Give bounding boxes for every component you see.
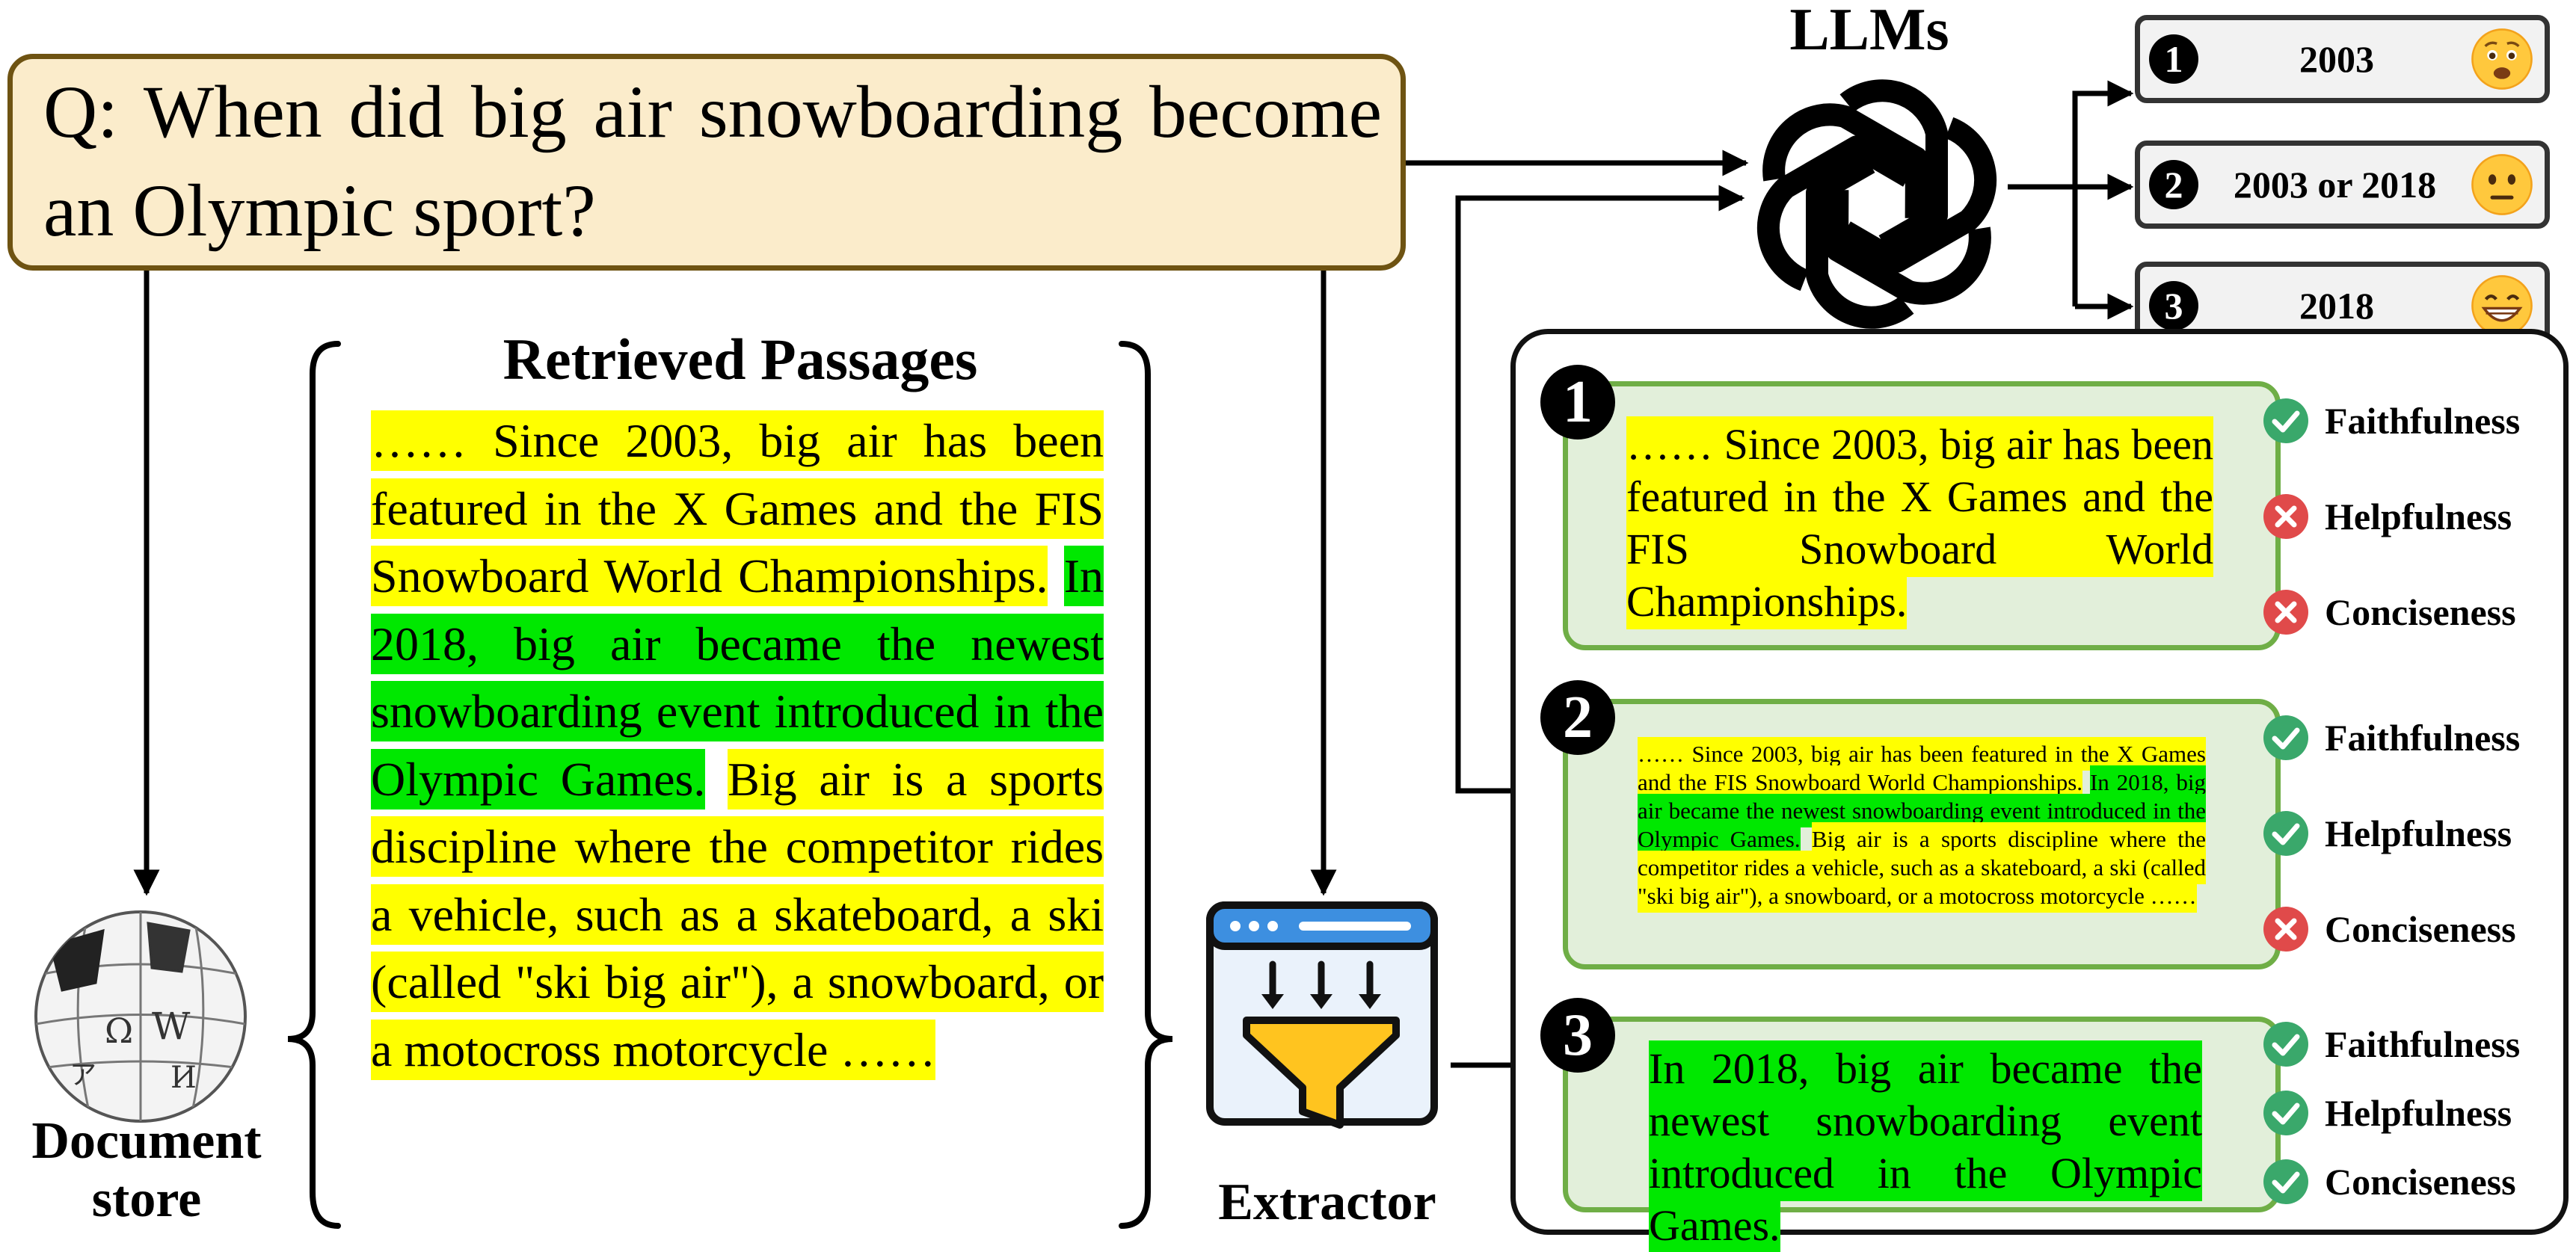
criterion-row: Conciseness bbox=[2262, 586, 2516, 638]
text-gap bbox=[1801, 826, 1812, 852]
arrow-panel-to-llms bbox=[1455, 185, 1745, 794]
highlight-distractor: Big air is a sports discipline where the… bbox=[1638, 826, 2207, 909]
llms-label: LLMs bbox=[1789, 0, 1949, 63]
criterion-label: Conciseness bbox=[2325, 1161, 2516, 1203]
cross-icon bbox=[2263, 494, 2308, 539]
extraction-text: …… Since 2003, big air has been featured… bbox=[1638, 740, 2207, 910]
criterion-label: Faithfulness bbox=[2325, 400, 2521, 442]
arrow-llms-to-answers bbox=[2008, 90, 2131, 190]
svg-text:ア: ア bbox=[70, 1060, 96, 1091]
highlight-distractor: …… Since 2003, big air has been featured… bbox=[371, 414, 1104, 602]
extraction-number: 2 bbox=[1540, 680, 1615, 755]
right-brace bbox=[1119, 341, 1173, 1229]
criterion-label: Faithfulness bbox=[2325, 717, 2521, 759]
grinning-face-icon bbox=[2471, 275, 2533, 336]
criterion-row: Conciseness bbox=[2262, 1156, 2516, 1208]
criterion-label: Conciseness bbox=[2325, 908, 2516, 950]
retrieved-passages-title: Retrieved Passages bbox=[502, 327, 978, 392]
check-icon bbox=[2263, 1091, 2308, 1135]
check-icon bbox=[2263, 1159, 2308, 1204]
check-icon bbox=[2263, 1022, 2308, 1067]
answer-card-1: 1 2003 bbox=[2135, 15, 2550, 103]
extraction-text: …… Since 2003, big air has been featured… bbox=[1626, 419, 2213, 628]
criterion-label: Faithfulness bbox=[2325, 1023, 2521, 1065]
question-box bbox=[7, 54, 1406, 271]
extractor-label: Extractor bbox=[1218, 1174, 1436, 1231]
criterion-label: Helpfulness bbox=[2325, 1092, 2512, 1134]
wikipedia-globe-icon: Ω W И ア bbox=[21, 901, 260, 1129]
funnel-icon bbox=[1205, 901, 1445, 1136]
svg-text:Ω: Ω bbox=[105, 1011, 133, 1051]
criterion-label: Conciseness bbox=[2325, 591, 2516, 633]
text-gap bbox=[2082, 769, 2090, 795]
neutral-face-icon bbox=[2471, 154, 2533, 215]
criterion-row: Faithfulness bbox=[2262, 1018, 2520, 1070]
extraction-number: 1 bbox=[1540, 365, 1615, 440]
criterion-label: Helpfulness bbox=[2325, 496, 2512, 537]
extraction-text: In 2018, big air became the newest snowb… bbox=[1649, 1043, 2202, 1252]
svg-text:И: И bbox=[170, 1061, 197, 1095]
check-icon bbox=[2263, 811, 2308, 856]
answer-text: 2003 bbox=[2299, 38, 2374, 80]
question-text: Q: When did big air snowboarding become … bbox=[43, 70, 1382, 252]
cross-icon bbox=[2263, 590, 2308, 635]
criterion-row: Helpfulness bbox=[2262, 807, 2512, 860]
cross-icon bbox=[2263, 907, 2308, 952]
retrieved-passage-text: …… Since 2003, big air has been featured… bbox=[371, 407, 1104, 1084]
answer-text: 2003 or 2018 bbox=[2233, 164, 2437, 206]
criterion-label: Helpfulness bbox=[2325, 812, 2512, 854]
criterion-row: Faithfulness bbox=[2262, 395, 2520, 447]
criterion-row: Helpfulness bbox=[2262, 490, 2512, 543]
highlight-evidence: In 2018, big air became the newest snowb… bbox=[1649, 1044, 2202, 1250]
document-store-label: Document store bbox=[31, 1112, 262, 1228]
answer-number: 2 bbox=[2149, 160, 2198, 209]
check-icon bbox=[2263, 715, 2308, 760]
llm-logo-icon bbox=[1739, 66, 2015, 342]
criterion-row: Helpfulness bbox=[2262, 1087, 2512, 1139]
criterion-row: Conciseness bbox=[2262, 903, 2516, 955]
answer-number: 1 bbox=[2149, 34, 2198, 84]
answer-number: 3 bbox=[2149, 281, 2198, 330]
check-icon bbox=[2263, 398, 2308, 443]
text-gap bbox=[705, 753, 728, 806]
svg-text:W: W bbox=[152, 1005, 191, 1048]
extraction-number: 3 bbox=[1540, 998, 1615, 1073]
criterion-row: Faithfulness bbox=[2262, 712, 2520, 764]
answer-card-2: 2 2003 or 2018 bbox=[2135, 141, 2550, 229]
text-gap bbox=[1048, 549, 1063, 602]
highlight-distractor: …… Since 2003, big air has been featured… bbox=[1626, 420, 2213, 626]
worried-face-icon bbox=[2471, 28, 2533, 90]
answer-text: 2018 bbox=[2299, 285, 2374, 327]
left-brace bbox=[287, 341, 341, 1229]
